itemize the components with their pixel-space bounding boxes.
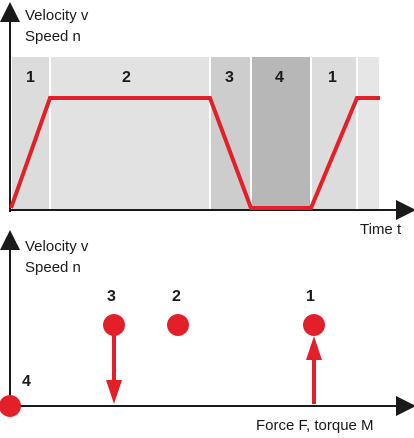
phase-band-4 [251,57,311,210]
top-y-label-velocity: Velocity v [25,7,89,24]
phase-label-2: 2 [122,69,131,86]
bottom-x-label-force: Force F, torque M [256,417,374,434]
operating-point-3 [103,314,125,336]
point-3-arrow-head [106,380,122,404]
bottom-y-label-speed: Speed n [25,259,81,276]
operating-point-1 [303,314,325,336]
phase-band-tail [357,57,379,210]
phase-label-4: 4 [275,69,284,86]
operating-point-2 [167,314,189,336]
velocity-time-plot: Velocity v Speed n Time t 1 2 3 4 1 [0,2,414,238]
velocity-profile-curve [9,96,380,210]
bottom-y-label-velocity: Velocity v [25,238,89,255]
phase-band-2 [50,57,210,210]
velocity-force-plot: Velocity v Speed n Force F, torque M 3 2… [0,230,414,434]
top-y-label-speed: Speed n [25,28,81,45]
phase-label-1: 1 [26,69,35,86]
phase-label-1b: 1 [328,69,337,86]
point-label-1: 1 [306,288,315,305]
point-label-4: 4 [22,373,31,390]
point-1-arrow-head [306,336,322,360]
operating-point-4 [0,395,21,417]
phase-label-3: 3 [225,69,234,86]
top-x-label-time: Time t [360,221,402,238]
point-label-3: 3 [107,288,116,305]
point-label-2: 2 [172,288,181,305]
